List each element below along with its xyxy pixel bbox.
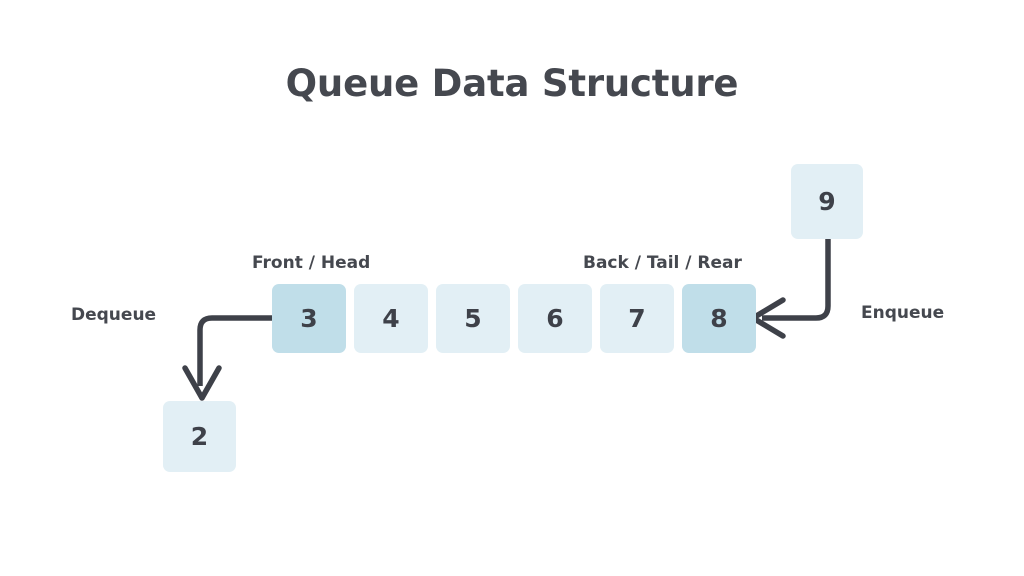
enqueue-value-cell[interactable]: 9 <box>791 164 863 239</box>
queue-cell[interactable]: 4 <box>354 284 428 353</box>
dequeue-operation-label: Dequeue <box>71 305 157 325</box>
queue-cell[interactable]: 5 <box>436 284 510 353</box>
queue-cell[interactable]: 3 <box>272 284 346 353</box>
queue-cell[interactable]: 8 <box>682 284 756 353</box>
front-pointer-label: Front / Head <box>252 253 371 273</box>
back-pointer-label: Back / Tail / Rear <box>583 253 742 273</box>
enqueue-operation-label: Enqueue <box>861 303 945 323</box>
page-title: Queue Data Structure <box>285 62 739 105</box>
queue-cell[interactable]: 7 <box>600 284 674 353</box>
enqueue-arrow <box>750 239 831 339</box>
queue-cell[interactable]: 6 <box>518 284 592 353</box>
dequeue-value-cell[interactable]: 2 <box>163 401 236 472</box>
dequeue-arrow <box>182 315 272 401</box>
